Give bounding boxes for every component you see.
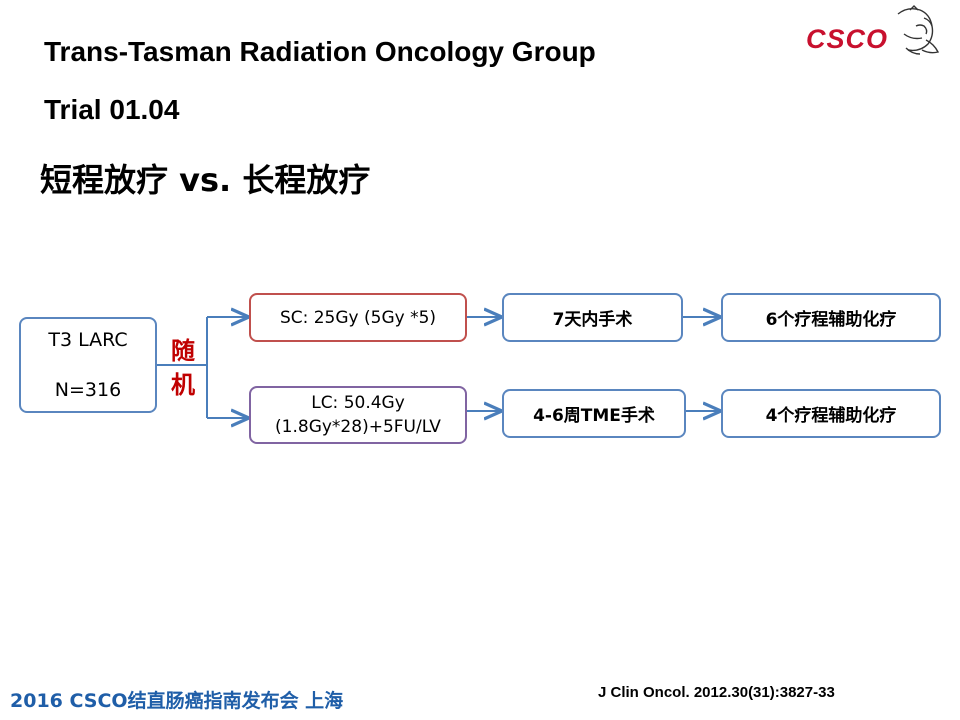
slide-subtitle: Trial 01.04 (44, 94, 180, 125)
randomize-label: 随 机 (166, 334, 200, 402)
arm-1-surgery-box: 7天内手术 (502, 293, 683, 342)
arm-1-treatment-box: SC: 25Gy (5Gy *5) (249, 293, 467, 342)
arm-1-chemo: 6个疗程辅助化疗 (765, 310, 897, 330)
footer-event: 2016 CSCO结直肠癌指南发布会 上海 (10, 690, 344, 712)
randomize-char-1: 随 (171, 337, 195, 365)
arm-2-chemo: 4个疗程辅助化疗 (765, 406, 897, 426)
logo-text: CSCO (806, 24, 889, 54)
footer-citation: J Clin Oncol. 2012.30(31):3827-33 (598, 684, 835, 701)
arm-1-chemo-box: 6个疗程辅助化疗 (721, 293, 941, 342)
arm-1-surgery: 7天内手术 (552, 310, 633, 330)
arm-2-surgery: 4-6周TME手术 (533, 406, 655, 426)
arm-2-treatment-box: LC: 50.4Gy (1.8Gy*28)+5FU/LV (249, 386, 467, 444)
population-count: N=316 (54, 379, 122, 401)
arm-2-treatment-line-1: LC: 50.4Gy (311, 393, 405, 413)
tiger-emblem-icon (897, 5, 940, 55)
arm-2-surgery-box: 4-6周TME手术 (502, 389, 686, 438)
population-label: T3 LARC (48, 329, 128, 351)
arm-2-treatment-line-2: (1.8Gy*28)+5FU/LV (275, 417, 441, 437)
arm-1-treatment: SC: 25Gy (5Gy *5) (279, 307, 437, 328)
csco-logo (806, 4, 946, 62)
randomize-char-2: 机 (171, 371, 195, 399)
arm-2-chemo-box: 4个疗程辅助化疗 (721, 389, 941, 438)
slide-title: Trans-Tasman Radiation Oncology Group (44, 36, 596, 67)
population-box: T3 LARC N=316 (19, 317, 157, 413)
slide-heading: 短程放疗 vs. 长程放疗 (40, 161, 371, 199)
